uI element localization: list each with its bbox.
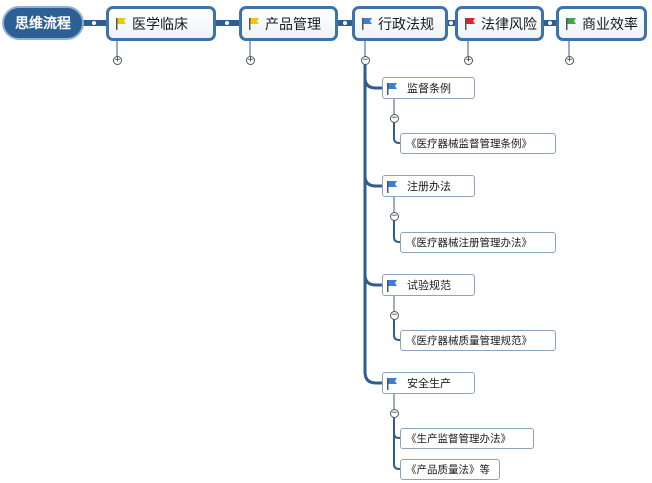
flag-icon: [566, 18, 576, 30]
expand-toggle-legal[interactable]: +: [464, 55, 473, 65]
subtopic-label: 注册办法: [407, 180, 451, 193]
topic-clinical[interactable]: 医学临床: [106, 6, 216, 41]
admin-trunk: [363, 63, 384, 385]
flag-icon: [249, 18, 259, 30]
flag-icon: [387, 377, 397, 390]
leaf-label: 《产品质量法》等: [406, 464, 490, 476]
leaf-label: 《生产监督管理办法》: [406, 433, 511, 445]
collapse-toggle-production[interactable]: −: [390, 408, 399, 418]
expand-toggle-clinical[interactable]: +: [113, 55, 122, 65]
expand-toggle-product[interactable]: +: [246, 55, 255, 65]
topic-label: 产品管理: [265, 16, 321, 33]
topic-business-efficiency[interactable]: 商业效率: [556, 6, 647, 41]
subtopic-registration-method[interactable]: 注册办法: [382, 175, 475, 197]
admin-branch: [363, 273, 384, 287]
leaf-production-supervision[interactable]: 《生产监督管理办法》: [400, 428, 534, 449]
topic-label: 商业效率: [582, 16, 638, 33]
subtopic-safe-production[interactable]: 安全生产: [382, 372, 475, 394]
flag-icon: [465, 18, 475, 30]
connector-dot: [449, 21, 453, 25]
topic-label: 医学临床: [132, 16, 188, 33]
root-topic[interactable]: 思维流程: [2, 6, 84, 40]
flag-icon: [362, 18, 372, 30]
connector-dot: [92, 21, 96, 25]
collapse-toggle-admin[interactable]: −: [361, 55, 370, 65]
subtopic-label: 安全生产: [407, 377, 451, 390]
collapse-toggle-supervision[interactable]: −: [390, 113, 399, 123]
subtopic-trial-specification[interactable]: 试验规范: [382, 274, 475, 296]
topic-label: 行政法规: [378, 16, 434, 33]
flag-icon: [387, 180, 397, 193]
flag-icon: [116, 18, 126, 30]
leaf-product-quality-law[interactable]: 《产品质量法》等: [400, 459, 500, 480]
topic-product[interactable]: 产品管理: [239, 6, 338, 41]
leaf-label: 《医疗器械注册管理办法》: [406, 237, 532, 249]
root-topic-label: 思维流程: [15, 16, 71, 32]
expand-toggle-efficiency[interactable]: +: [565, 55, 574, 65]
topic-label: 法律风险: [481, 16, 537, 33]
connector-dot: [548, 21, 552, 25]
flag-icon: [387, 279, 397, 292]
connector-dot: [343, 21, 347, 25]
connector-dot: [225, 21, 229, 25]
admin-branch: [363, 76, 384, 90]
topic-admin-regulations[interactable]: 行政法规: [352, 6, 448, 41]
topic-legal-risk[interactable]: 法律风险: [455, 6, 544, 41]
leaf-trial-specification[interactable]: 《医疗器械质量管理规范》: [400, 330, 556, 351]
admin-branch: [363, 174, 384, 188]
subtopic-supervision-regulation[interactable]: 监督条例: [382, 77, 475, 99]
subtopic-label: 监督条例: [407, 82, 451, 95]
collapse-toggle-registration[interactable]: −: [390, 211, 399, 221]
flag-icon: [387, 82, 397, 95]
leaf-label: 《医疗器械监督管理条例》: [406, 138, 532, 150]
leaf-supervision-regulation[interactable]: 《医疗器械监督管理条例》: [400, 133, 556, 154]
subtopic-label: 试验规范: [407, 279, 451, 292]
leaf-registration-method[interactable]: 《医疗器械注册管理办法》: [400, 232, 556, 253]
collapse-toggle-trial[interactable]: −: [390, 310, 399, 320]
leaf-label: 《医疗器械质量管理规范》: [406, 335, 532, 347]
